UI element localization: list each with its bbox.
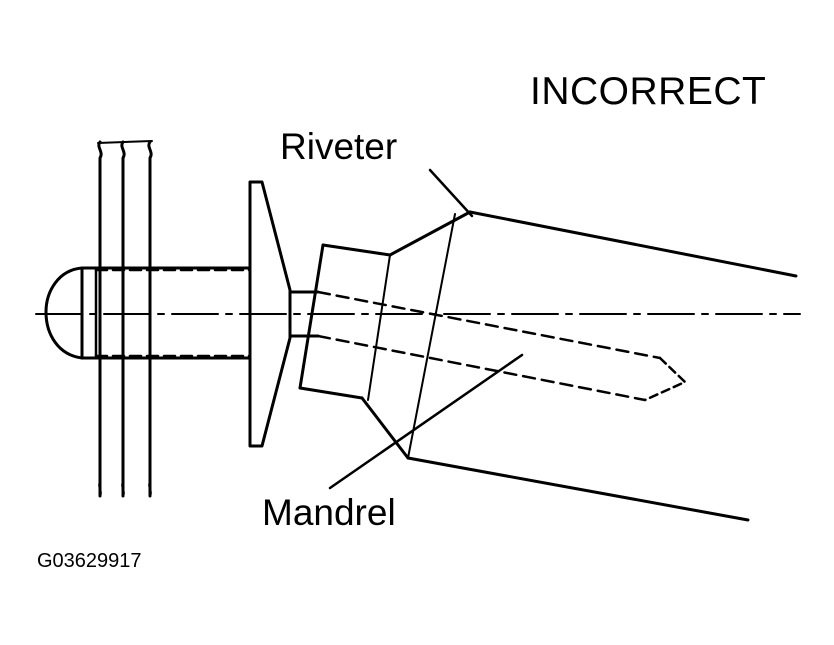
panel-section (97, 140, 153, 498)
figure-id: G03629917 (37, 550, 142, 572)
rivet-body (44, 266, 252, 360)
rivet-flange (248, 180, 320, 448)
status-title: INCORRECT (530, 70, 767, 113)
mandrel-hidden (316, 290, 687, 402)
riveter-tool (298, 210, 798, 522)
mandrel-leader-line (328, 353, 524, 490)
mandrel-label: Mandrel (262, 492, 396, 533)
riveter-label: Riveter (280, 126, 398, 167)
riveter-leader-line (428, 168, 474, 218)
